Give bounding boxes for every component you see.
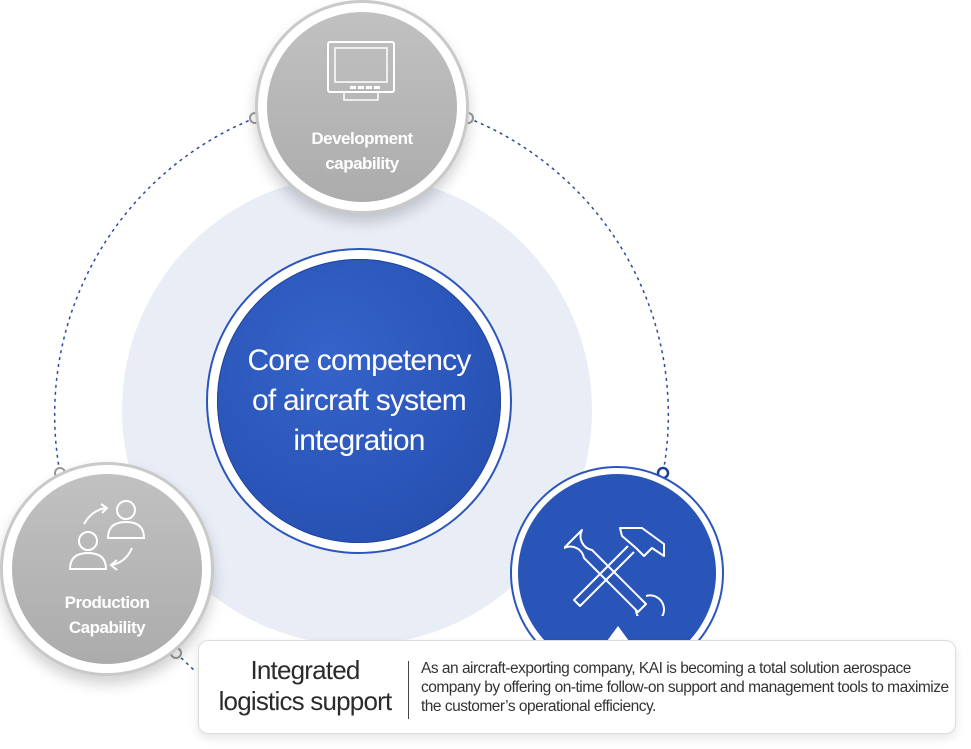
core-circle: Core competency of aircraft system integ…: [217, 259, 501, 543]
core-title-line: Core competency: [247, 344, 471, 377]
connector-dev-prod: [53, 117, 256, 474]
caption-box: Integrated logistics support As an aircr…: [198, 640, 956, 734]
node-development[interactable]: Development capability: [267, 12, 457, 202]
label-line: capability: [325, 154, 399, 173]
caption-title-line: logistics support: [218, 686, 393, 716]
caption-divider: [408, 661, 409, 719]
caption-title: Integrated logistics support: [209, 655, 401, 717]
connector-dev-ils: [467, 117, 670, 474]
monitor-icon: [327, 41, 395, 101]
people-exchange-icon: [68, 500, 146, 571]
label-line: Development: [311, 129, 413, 148]
label-line: Capability: [68, 618, 146, 637]
core-title-line: integration: [293, 424, 425, 457]
caption-body: As an aircraft-exporting company, KAI is…: [421, 660, 949, 715]
core-title-line: of aircraft system: [252, 384, 467, 417]
node-production[interactable]: Production Capability: [12, 474, 202, 664]
caption-title-line: Integrated: [250, 655, 360, 685]
node-development-label: Development capability: [311, 126, 413, 176]
core-title: Core competency of aircraft system integ…: [234, 341, 484, 461]
caption-pointer: [607, 626, 629, 641]
label-line: Production: [64, 593, 150, 612]
tools-icon: [564, 527, 665, 616]
connector-prod-caption: [175, 652, 197, 673]
node-production-label: Production Capability: [65, 590, 150, 640]
